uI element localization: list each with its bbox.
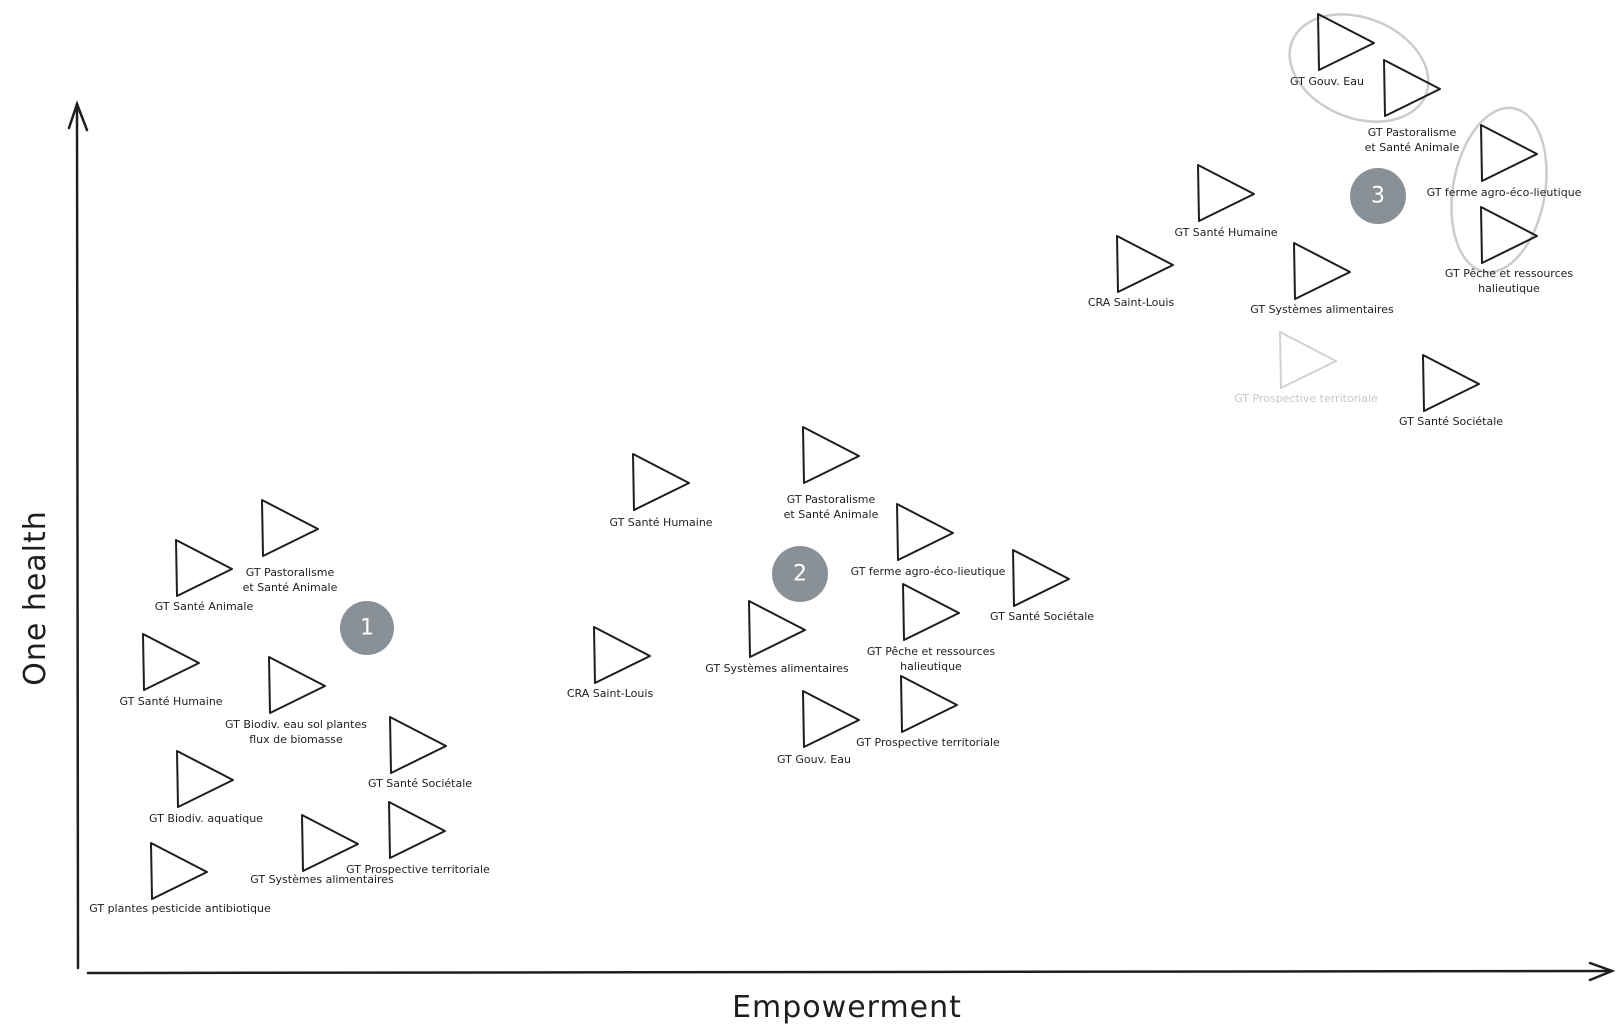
y-axis-title: One health <box>18 510 53 686</box>
triangle-marker <box>301 814 359 872</box>
triangle-marker <box>1197 164 1255 222</box>
node-label: GT Santé Sociétale <box>990 610 1094 623</box>
node-label: GT Systèmes alimentaires <box>250 873 394 886</box>
triangle-marker <box>261 499 319 557</box>
triangle-marker <box>632 453 690 511</box>
node-label: GT Systèmes alimentaires <box>1250 303 1394 316</box>
node-g3-gt-prospective-territoriale: GT Prospective territoriale <box>1234 331 1378 405</box>
cluster-3-ellipse-top <box>1288 13 1430 123</box>
node-g2-gt-gouv-eau: GT Gouv. Eau <box>777 690 860 766</box>
triangle-marker <box>388 801 446 859</box>
triangle-marker <box>900 675 958 733</box>
triangle-marker <box>268 656 326 714</box>
cluster-badge-1-label: 1 <box>360 616 374 641</box>
node-label: GT Systèmes alimentaires <box>705 662 849 675</box>
node-label: GT Santé Sociétale <box>1399 415 1503 428</box>
node-label: GT Santé Humaine <box>609 516 712 529</box>
triangle-marker <box>1279 331 1337 389</box>
triangle-marker <box>902 583 960 641</box>
cluster-badge-3-label: 3 <box>1371 184 1385 209</box>
node-label: GT Gouv. Eau <box>1290 75 1364 88</box>
triangle-marker <box>389 716 447 774</box>
node-label: GT Prospective territoriale <box>1234 392 1378 405</box>
triangle-marker <box>1422 354 1480 412</box>
node-label: GT Santé Sociétale <box>368 777 472 790</box>
node-g1-gt-biodiv-aquatique: GT Biodiv. aquatique <box>149 750 263 825</box>
node-label: GT plantes pesticide antibiotique <box>89 902 271 915</box>
triangle-marker <box>1116 235 1174 293</box>
node-g2-gt-systemes-alimentaires: GT Systèmes alimentaires <box>705 600 849 675</box>
triangle-marker <box>1480 124 1538 182</box>
triangle-marker <box>175 539 233 597</box>
node-label: GT ferme agro-éco-lieutique <box>1427 186 1582 199</box>
node-label: GT Biodiv. aquatique <box>149 812 263 825</box>
cluster-badge-1: 1 <box>340 601 394 655</box>
x-axis <box>86 961 1616 982</box>
triangle-marker <box>142 633 200 691</box>
node-label: GT Santé Humaine <box>119 695 222 708</box>
node-g3-gt-gouv-eau: GT Gouv. Eau <box>1290 13 1375 88</box>
node-g1-gt-plantes-pesticide-antibiotique: GT plantes pesticide antibiotique <box>89 842 271 915</box>
triangle-marker <box>1383 59 1441 117</box>
triangle-marker <box>802 690 860 748</box>
node-label: GT ferme agro-éco-lieutique <box>851 565 1006 578</box>
node-g2-gt-sante-humaine: GT Santé Humaine <box>609 453 713 529</box>
node-g1-gt-prospective-territoriale: GT Prospective territoriale <box>346 801 490 876</box>
triangle-marker <box>1317 13 1375 71</box>
triangle-marker <box>748 600 806 658</box>
node-g3-gt-sante-societale: GT Santé Sociétale <box>1399 354 1503 428</box>
triangle-marker <box>802 426 860 484</box>
node-g1-gt-sante-societale: GT Santé Sociétale <box>368 716 472 790</box>
cluster-badge-2: 2 <box>772 546 828 602</box>
triangle-marker <box>1480 206 1538 264</box>
triangle-marker <box>593 626 651 684</box>
triangle-marker <box>176 750 234 808</box>
node-g2-gt-sante-societale: GT Santé Sociétale <box>990 549 1094 623</box>
node-g2-cra-saint-louis: CRA Saint-Louis <box>567 626 654 700</box>
node-label: GT Prospective territoriale <box>856 736 1000 749</box>
triangle-marker <box>1293 242 1351 300</box>
node-label: CRA Saint-Louis <box>1088 296 1175 309</box>
cluster-badge-2-label: 2 <box>793 562 807 587</box>
node-g3-gt-ferme-agro-eco-lieutique: GT ferme agro-éco-lieutique <box>1427 124 1582 199</box>
node-g3-cra-saint-louis: CRA Saint-Louis <box>1088 235 1175 309</box>
node-g2-gt-prospective-territoriale: GT Prospective territoriale <box>856 675 1000 749</box>
node-g1-gt-systemes-alimentaires: GT Systèmes alimentaires <box>250 814 394 886</box>
node-label: GT Santé Animale <box>155 600 254 613</box>
x-axis-title: Empowerment <box>732 990 962 1025</box>
node-g1-gt-sante-humaine: GT Santé Humaine <box>119 633 223 708</box>
node-g3-gt-systemes-alimentaires: GT Systèmes alimentaires <box>1250 242 1394 316</box>
node-label: GT Santé Humaine <box>1174 226 1277 239</box>
node-g3-gt-sante-humaine: GT Santé Humaine <box>1174 164 1278 239</box>
cluster-badge-3: 3 <box>1350 168 1406 224</box>
node-g2-gt-ferme-agro-eco-lieutique: GT ferme agro-éco-lieutique <box>851 503 1006 578</box>
cluster-3-ellipse-right <box>1450 106 1548 274</box>
node-label: CRA Saint-Louis <box>567 687 654 700</box>
node-g1-gt-sante-animale: GT Santé Animale <box>155 539 254 613</box>
node-label: GT Prospective territoriale <box>346 863 490 876</box>
node-label: GT Gouv. Eau <box>777 753 851 766</box>
triangle-marker <box>150 842 208 900</box>
triangle-marker <box>1012 549 1070 607</box>
triangle-marker <box>896 503 954 561</box>
y-axis <box>67 100 89 970</box>
